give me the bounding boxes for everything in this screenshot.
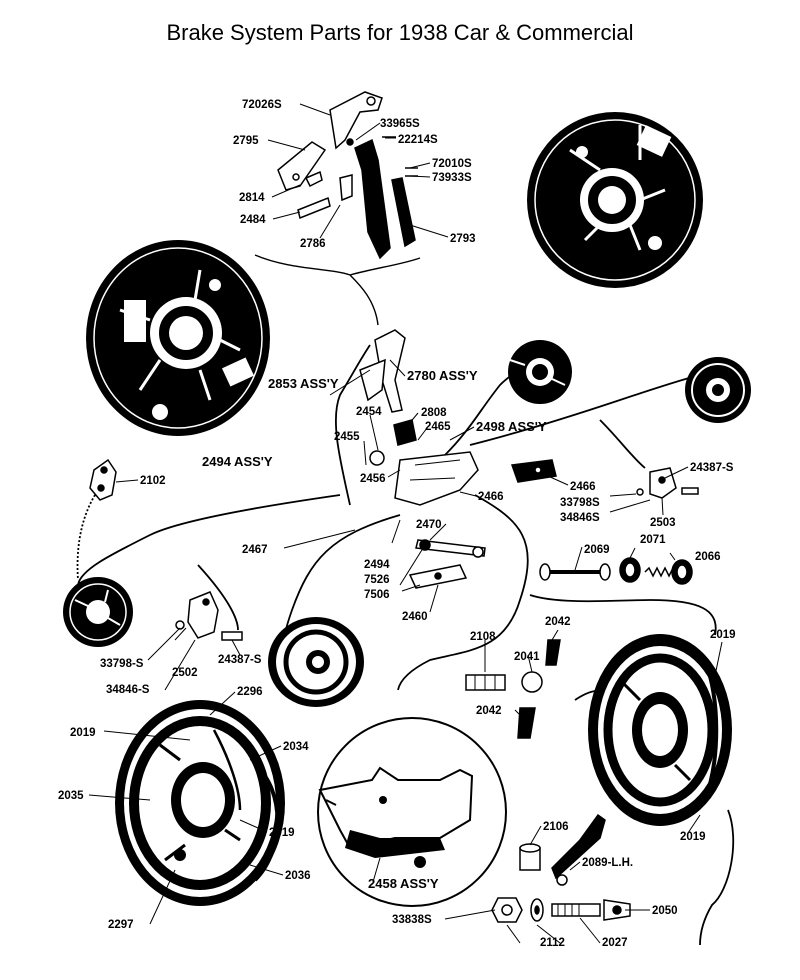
label-7526: 7526 bbox=[364, 574, 390, 586]
label-2470: 2470 bbox=[416, 519, 442, 531]
label-2089-lh: 2089-L.H. bbox=[582, 857, 633, 869]
label-33798S-a: 33798S bbox=[560, 497, 600, 509]
bracket-2502 bbox=[175, 591, 243, 641]
detail-circle-2458 bbox=[317, 717, 507, 907]
label-7506: 7506 bbox=[364, 589, 390, 601]
label-24387-S-b: 24387-S bbox=[218, 654, 262, 666]
label-2454: 2454 bbox=[356, 406, 382, 418]
label-2050: 2050 bbox=[652, 905, 678, 917]
backing-plate-left-mid bbox=[63, 577, 133, 647]
label-2069: 2069 bbox=[584, 544, 610, 556]
adjuster-parts bbox=[408, 539, 486, 589]
label-2035: 2035 bbox=[58, 790, 84, 802]
label-2458-assy: 2458 ASS'Y bbox=[368, 876, 439, 891]
label-2102: 2102 bbox=[140, 475, 166, 487]
label-2484: 2484 bbox=[240, 214, 266, 226]
hub-disc-center bbox=[508, 340, 572, 404]
label-2019-b: 2019 bbox=[70, 727, 96, 739]
label-2019-c: 2019 bbox=[269, 827, 295, 839]
label-2494: 2494 bbox=[364, 559, 390, 571]
label-2112: 2112 bbox=[540, 937, 565, 949]
label-2465: 2465 bbox=[425, 421, 451, 433]
label-2466-b: 2466 bbox=[478, 491, 504, 503]
label-22214S: 22214S bbox=[398, 134, 438, 146]
label-2041: 2041 bbox=[514, 651, 540, 663]
label-2106: 2106 bbox=[543, 821, 569, 833]
label-2793: 2793 bbox=[450, 233, 476, 245]
part-labels: 72026S 33965S 22214S 2795 72010S 73933S … bbox=[58, 99, 736, 949]
label-2042-b: 2042 bbox=[476, 705, 502, 717]
parts-2106-2089 bbox=[519, 813, 606, 886]
hub-disc-right bbox=[685, 357, 751, 423]
backing-plate-top-right bbox=[527, 112, 703, 288]
page-title: Brake System Parts for 1938 Car & Commer… bbox=[166, 20, 634, 45]
label-33965S: 33965S bbox=[380, 118, 420, 130]
label-33838S: 33838S bbox=[392, 914, 432, 926]
label-2503: 2503 bbox=[650, 517, 676, 529]
leader-lines bbox=[88, 103, 723, 944]
label-2808: 2808 bbox=[421, 407, 447, 419]
label-2786: 2786 bbox=[300, 238, 326, 250]
label-2297: 2297 bbox=[108, 919, 134, 931]
label-2502: 2502 bbox=[172, 667, 198, 679]
label-2034: 2034 bbox=[283, 741, 309, 753]
label-24387S-a: 24387-S bbox=[690, 462, 734, 474]
label-2467: 2467 bbox=[242, 544, 268, 556]
bottom-hardware bbox=[491, 897, 631, 923]
label-2019-a: 2019 bbox=[710, 629, 736, 641]
label-73933S: 73933S bbox=[432, 172, 472, 184]
label-2456: 2456 bbox=[360, 473, 386, 485]
label-2027: 2027 bbox=[602, 937, 628, 949]
label-2853-assy: 2853 ASS'Y bbox=[268, 376, 339, 391]
pedal-bracket-parts bbox=[277, 91, 418, 260]
label-2066: 2066 bbox=[695, 551, 721, 563]
hand-brake-assembly bbox=[359, 329, 557, 506]
label-2036: 2036 bbox=[285, 870, 311, 882]
label-2780-assy: 2780 ASS'Y bbox=[407, 368, 478, 383]
brake-assembly-bottom-right bbox=[588, 634, 732, 826]
label-2042-a: 2042 bbox=[545, 616, 571, 628]
bleeder-valve-parts bbox=[465, 639, 561, 739]
label-2455: 2455 bbox=[334, 431, 360, 443]
brake-assembly-bottom-left bbox=[115, 700, 285, 906]
label-2108: 2108 bbox=[470, 631, 496, 643]
label-33798-S: 33798-S bbox=[100, 658, 144, 670]
lever-2102 bbox=[89, 458, 117, 501]
label-2460: 2460 bbox=[402, 611, 428, 623]
label-2814: 2814 bbox=[239, 192, 265, 204]
wheel-cylinder-parts bbox=[539, 557, 693, 585]
brake-shoe-assembly-left-mid bbox=[268, 617, 364, 707]
label-2494-assy: 2494 ASS'Y bbox=[202, 454, 273, 469]
label-34846S-a: 34846S bbox=[560, 512, 600, 524]
label-2498-assy: 2498 ASS'Y bbox=[476, 419, 547, 434]
backing-plate-top-left bbox=[86, 240, 270, 436]
label-72026S: 72026S bbox=[242, 99, 282, 111]
label-72010S: 72010S bbox=[432, 158, 472, 170]
label-2019-d: 2019 bbox=[680, 831, 706, 843]
label-2795: 2795 bbox=[233, 135, 259, 147]
bracket-2503 bbox=[636, 467, 699, 499]
label-2466-a: 2466 bbox=[570, 481, 596, 493]
label-34846-S-b: 34846-S bbox=[106, 684, 150, 696]
label-2296: 2296 bbox=[237, 686, 263, 698]
label-2071: 2071 bbox=[640, 534, 666, 546]
